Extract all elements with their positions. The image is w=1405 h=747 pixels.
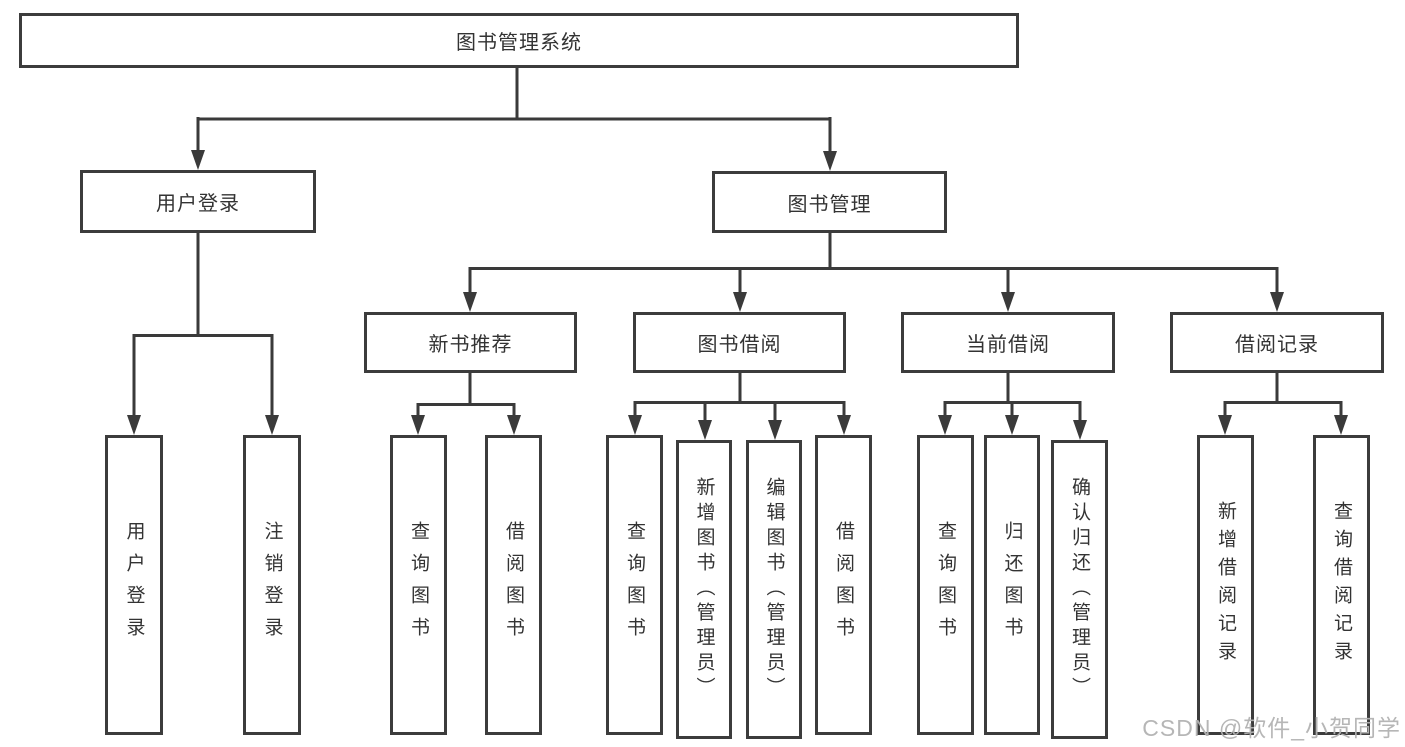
leaf-add-books-admin-label: 新增图书（管理员） [693,477,715,702]
leaf-recommend-borrow-books-label: 借阅图书 [503,521,524,649]
leaf-edit-books-admin: 编辑图书（管理员） [746,440,802,739]
csdn-watermark: CSDN @软件_小贺同学 [1142,715,1401,741]
node-user-login-group: 用户登录 [80,170,316,233]
leaf-add-borrow-record-label: 新增借阅记录 [1215,501,1236,669]
node-root: 图书管理系统 [19,13,1019,68]
leaf-recommend-query-books-label: 查询图书 [408,521,429,649]
leaf-confirm-return-admin-label: 确认归还（管理员） [1069,477,1090,702]
node-new-book-recommend-label: 新书推荐 [428,334,513,356]
node-user-login-group-label: 用户登录 [156,193,240,215]
leaf-edit-books-admin-label: 编辑图书（管理员） [763,477,785,702]
leaf-borrowing-query-books: 查询图书 [606,435,663,735]
leaf-query-borrow-record: 查询借阅记录 [1313,435,1370,735]
node-book-borrowing: 图书借阅 [633,312,846,373]
node-new-book-recommend: 新书推荐 [364,312,577,373]
leaf-current-query-books: 查询图书 [917,435,974,735]
leaf-borrowing-borrow-books: 借阅图书 [815,435,872,735]
leaf-current-query-books-label: 查询图书 [935,521,956,649]
leaf-logout: 注销登录 [243,435,301,735]
node-book-management: 图书管理 [712,171,947,233]
node-current-borrowing-label: 当前借阅 [966,334,1050,356]
leaf-query-borrow-record-label: 查询借阅记录 [1331,501,1352,669]
node-book-management-label: 图书管理 [787,193,872,216]
node-book-borrowing-label: 图书借阅 [697,334,782,356]
leaf-borrowing-query-books-label: 查询图书 [624,521,645,649]
leaf-logout-label: 注销登录 [261,521,283,649]
leaf-recommend-query-books: 查询图书 [390,435,447,735]
node-borrowing-records: 借阅记录 [1170,312,1384,373]
node-root-label: 图书管理系统 [456,32,582,54]
leaf-user-login: 用户登录 [105,435,163,735]
leaf-return-books: 归还图书 [984,435,1040,735]
leaf-add-borrow-record: 新增借阅记录 [1197,435,1254,735]
leaf-user-login-label: 用户登录 [123,521,145,649]
leaf-return-books-label: 归还图书 [1001,521,1023,649]
node-current-borrowing: 当前借阅 [901,312,1115,373]
leaf-confirm-return-admin: 确认归还（管理员） [1051,440,1108,739]
node-borrowing-records-label: 借阅记录 [1235,334,1319,356]
leaf-borrowing-borrow-books-label: 借阅图书 [833,521,854,649]
leaf-add-books-admin: 新增图书（管理员） [676,440,732,739]
leaf-recommend-borrow-books: 借阅图书 [485,435,542,735]
